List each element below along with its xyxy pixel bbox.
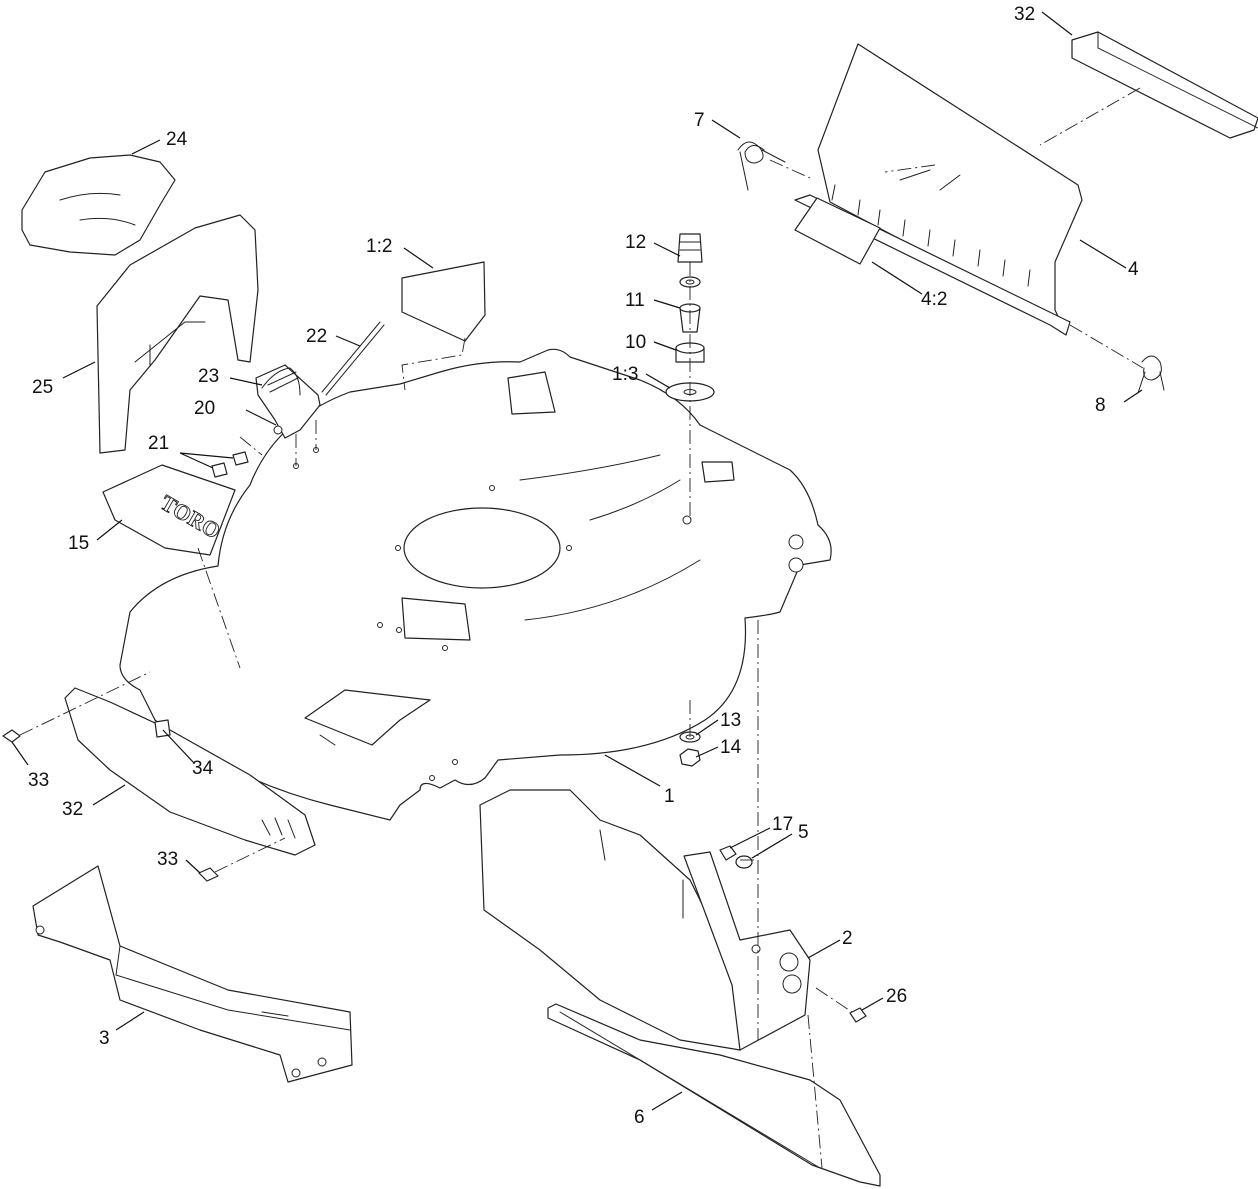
callout-17: 17 [772,814,793,835]
callout-21: 21 [148,433,169,454]
callout-24: 24 [166,129,188,150]
front-bracket-part-3 [32,865,353,1083]
callout-4: 4 [1128,259,1139,280]
skirt-part-6 [547,1003,881,1187]
callout-7: 7 [694,110,705,131]
callout-23: 23 [198,366,219,387]
callout-5: 5 [798,822,809,843]
shroud-part-25 [96,214,259,454]
decal-part-1-2 [401,261,486,342]
callout-13: 13 [720,710,741,731]
leader-lines [11,11,1143,1111]
callout-26: 26 [886,986,907,1007]
spring-part-7 [737,141,786,191]
discharge-chute-part-2 [479,789,811,1051]
callout-25: 25 [32,377,53,398]
callout-27: 32 [1014,4,1035,25]
callout-20: 20 [194,398,215,419]
callout-32: 32 [62,799,83,820]
callout-15: 15 [68,533,89,554]
callout-22: 22 [306,326,327,347]
foam-strip-part-27 [1071,31,1258,139]
callout-34: 34 [192,758,214,779]
callout-4-2: 4:2 [921,289,947,310]
callout-1-2: 1:2 [366,236,392,257]
callout-labels: 32 7 4 4:2 8 12 11 10 1:3 1:2 22 23 20 2… [28,4,1139,1128]
callout-14: 14 [720,737,742,758]
callout-33-left: 33 [28,770,49,791]
callout-8: 8 [1095,395,1106,416]
assembly-lines [19,87,1144,1169]
callout-1-3: 1:3 [612,364,638,385]
logo-plate-part-15: TORO [102,464,236,556]
decal-part-4-2 [794,197,881,265]
callout-33-lower: 33 [157,849,178,870]
callout-10: 10 [625,332,646,353]
callout-2: 2 [842,928,853,949]
spacer-part-5 [735,855,753,869]
nut-part-17 [719,845,737,861]
callout-3: 3 [99,1028,110,1049]
screw-part-26 [849,1007,867,1023]
guard-part-32 [64,687,316,856]
screws-part-21 [211,451,249,478]
callout-12: 12 [625,232,646,253]
callout-6: 6 [634,1107,645,1128]
cover-part-24 [21,154,176,256]
screw-part-33-lower [198,867,219,882]
washer-and-nut-parts-13-14 [679,731,701,767]
screw-part-33-left [2,729,21,743]
spring-part-8 [1137,355,1165,394]
callout-1: 1 [664,786,675,807]
callout-11: 11 [625,290,645,311]
